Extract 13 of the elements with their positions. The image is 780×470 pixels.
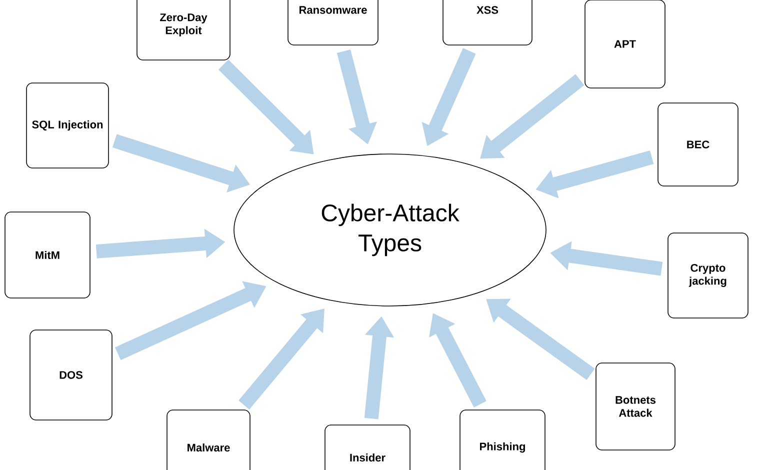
- attack-box: DOS: [30, 330, 112, 420]
- attack-box: Ransomware: [288, 0, 378, 46]
- attack-box: BEC: [658, 102, 738, 186]
- attack-box: XSS: [442, 0, 532, 46]
- attack-box: Insider: [324, 424, 410, 470]
- attack-box: MitM: [4, 212, 90, 298]
- attack-box: APT: [584, 0, 666, 88]
- attack-box: Malware: [166, 410, 250, 470]
- attack-box: Phishing: [460, 410, 546, 470]
- attack-box: Zero-Day Exploit: [136, 0, 230, 60]
- attack-box: Crypto jacking: [668, 232, 748, 318]
- attack-box: SQL Injection: [26, 82, 109, 168]
- attack-box: Botnets Attack: [596, 362, 676, 450]
